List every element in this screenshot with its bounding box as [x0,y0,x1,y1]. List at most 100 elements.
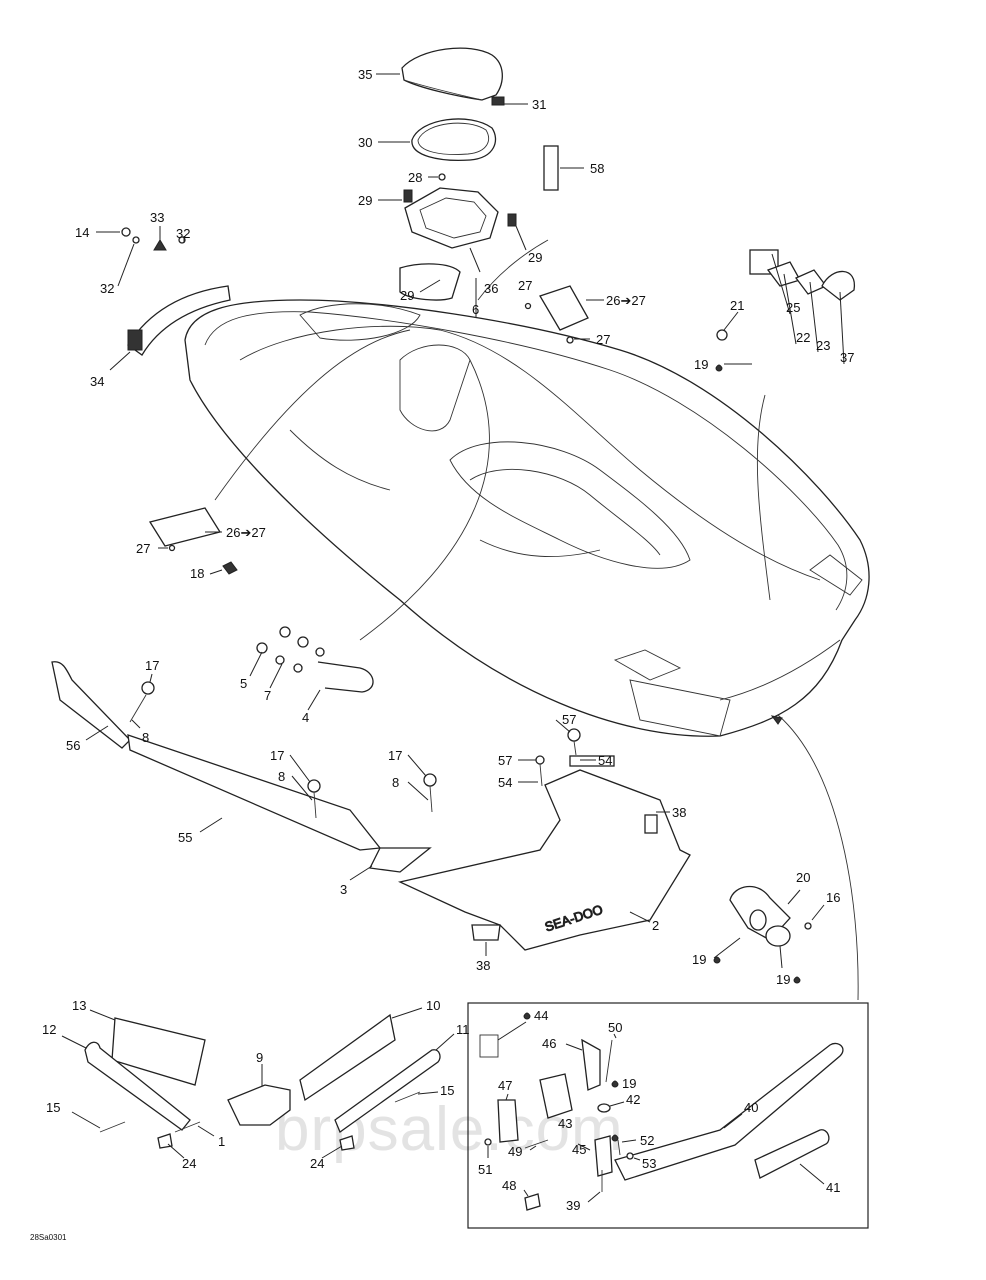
callout-12: 12 [42,1022,56,1037]
callout-10: 10 [426,998,440,1013]
callout-14: 14 [75,225,89,240]
u-bolt-4 [317,661,374,693]
callout-labels: 35 31 30 58 28 29 29 29 36 33 32 14 32 3… [42,67,854,1213]
callout-17-right: 17 [388,748,402,763]
callout-27-left: 27 [136,541,150,556]
callout-53: 53 [642,1156,656,1171]
screw-16 [804,922,812,930]
tube-45 [594,1135,613,1177]
callout-17-mid: 17 [270,748,284,763]
bolt-50 [605,1039,613,1083]
callout-19-box: 19 [622,1076,636,1091]
storage-cover-35 [401,47,503,101]
label-58 [543,145,559,191]
grease-drop-icon [611,1134,619,1142]
callout-4: 4 [302,710,309,725]
runner-12 [84,1041,191,1131]
callout-46: 46 [542,1036,556,1051]
callout-16: 16 [826,890,840,905]
grease-44 [479,1034,499,1058]
callout-49: 49 [508,1144,522,1159]
screw-15a [99,1121,126,1133]
rivet-8a [129,694,147,723]
pin-49 [524,1139,549,1149]
callout-36: 36 [484,281,498,296]
callout-25: 25 [786,300,800,315]
leader-hull-pin [359,359,490,641]
callout-35: 35 [358,67,372,82]
callout-51: 51 [478,1162,492,1177]
runner-10 [299,1013,396,1102]
callout-22: 22 [796,330,810,345]
callout-18: 18 [190,566,204,581]
callout-21: 21 [730,298,744,313]
callout-28: 28 [408,170,422,185]
grease-drop-icon [715,364,723,372]
callout-50: 50 [608,1020,622,1035]
main-mat-2: SEA-DOO [397,769,691,951]
callout-15-right: 15 [440,1083,454,1098]
pad-38a [644,814,658,834]
nut-21 [716,329,728,341]
seal-30 [411,118,497,162]
grease-drop-icon [523,1012,531,1020]
callout-58: 58 [590,161,604,176]
handle-40 [614,1042,844,1181]
plate-46 [581,1038,601,1091]
callout-8-mid: 8 [278,769,285,784]
callout-44: 44 [534,1008,548,1023]
callout-8-left: 8 [142,730,149,745]
screw-28 [438,173,446,181]
nut-53 [626,1152,634,1160]
screw-15b [394,1091,421,1103]
callout-30: 30 [358,135,372,150]
nuts-washers-5-7 [256,626,325,673]
callout-40: 40 [744,1100,758,1115]
spacer-42 [597,1103,611,1113]
callout-41: 41 [826,1180,840,1195]
callout-6: 6 [472,302,479,317]
screw-1 [174,1121,201,1133]
grease-drop-icon [713,956,721,964]
rub-rail-end [127,329,143,351]
rivet-54a [573,740,577,756]
callout-5: 5 [240,676,247,691]
screw-27b [566,336,574,344]
rub-rail-34 [127,285,231,356]
callout-27-right: 27 [596,332,610,347]
callout-47: 47 [498,1078,512,1093]
callout-24-left: 24 [182,1156,196,1171]
rivet-54b [539,763,543,787]
callout-34: 34 [90,374,104,389]
callout-57-left: 57 [498,753,512,768]
grease-drop-icon [793,976,801,984]
leader-hull-eye [756,394,771,601]
callout-37: 37 [840,350,854,365]
callout-13: 13 [72,998,86,1013]
callout-19-right: 19 [776,972,790,987]
callout-23: 23 [816,338,830,353]
mat-55 [127,734,382,851]
callout-1: 1 [218,1134,225,1149]
callout-38-bottom: 38 [476,958,490,973]
callout-20: 20 [796,870,810,885]
callout-57-right: 57 [562,712,576,727]
bracket-9 [227,1084,291,1126]
callout-11: 11 [456,1022,470,1037]
callout-32-top: 32 [176,226,190,241]
callout-56: 56 [66,738,80,753]
hull-body-6 [184,263,870,737]
callout-43: 43 [558,1116,572,1131]
nut-48 [524,1193,541,1211]
clip-29a [403,189,413,203]
callout-48: 48 [502,1178,516,1193]
bracket-26b [148,507,222,547]
callout-45: 45 [572,1142,586,1157]
kit-box [467,1002,869,1229]
rivet-8b [313,791,317,819]
callout-27-top: 27 [518,278,532,293]
washer-32b [132,236,140,244]
callout-29-right: 29 [528,250,542,265]
runner-13 [111,1017,206,1086]
